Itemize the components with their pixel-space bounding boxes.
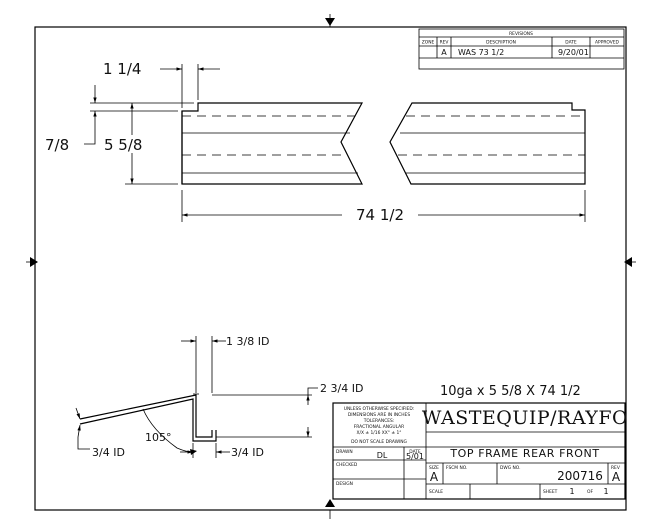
- design-label: DESIGN: [336, 481, 353, 487]
- tolerance-line-1: UNLESS OTHERWISE SPECIFIED:: [344, 406, 414, 412]
- dim-flange-width: 1 1/4: [103, 60, 141, 78]
- size-label: SIZE: [429, 465, 439, 471]
- of-value: 1: [603, 487, 608, 496]
- sheet-value: 1: [569, 487, 574, 496]
- tolerance-line-5: X/X ± 1/16 XX° ± 1°: [357, 430, 402, 436]
- material-note: 10ga x 5 5/8 X 74 1/2: [440, 384, 581, 399]
- section-view: [75, 336, 318, 458]
- dim-overall-length: 74 1/2: [356, 206, 404, 224]
- rev-header-date: DATE: [565, 40, 577, 46]
- size-value: A: [430, 470, 439, 484]
- dim-small-height: 7/8: [45, 136, 69, 154]
- rev-header-rev: REV: [440, 40, 449, 46]
- drawing-border: [34, 26, 627, 511]
- title-block: [332, 402, 626, 500]
- fscm-label: FSCM NO.: [446, 465, 467, 471]
- drawn-value: DL: [377, 451, 388, 460]
- checked-label: CHECKED: [336, 462, 358, 468]
- sheet-label: SHEET: [543, 489, 558, 495]
- rev-header-approved: APPROVED: [595, 40, 620, 46]
- company-name: WASTEQUIP/RAYFO: [422, 407, 628, 429]
- rev-value: A: [612, 470, 621, 484]
- dim-angle: 105°: [145, 431, 172, 444]
- drawing-title: TOP FRAME REAR FRONT: [449, 447, 599, 460]
- revisions-table: REVISIONS ZONE REV DESCRIPTION DATE APPR…: [418, 28, 625, 70]
- dim-overall-height: 5 5/8: [104, 136, 142, 154]
- date-label: DATE: [409, 449, 421, 455]
- tolerance-line-4: FRACTIONAL ANGULAR: [354, 424, 404, 430]
- dim-lower-right: 3/4 ID: [231, 446, 264, 459]
- rev-row-description: WAS 73 1/2: [458, 48, 504, 57]
- rev-header-description: DESCRIPTION: [486, 40, 516, 46]
- dwg-value: 200716: [557, 469, 603, 483]
- dim-inner-radius: 1 3/8 ID: [226, 335, 269, 348]
- dwg-label: DWG NO.: [500, 465, 520, 471]
- tolerance-line-3: TOLERANCES:: [363, 418, 395, 424]
- rev-label: REV: [611, 465, 620, 471]
- date-value: 5/01: [406, 452, 424, 461]
- rev-header-zone: ZONE: [422, 40, 435, 46]
- rev-row-rev: A: [441, 48, 447, 57]
- dim-lower-left: 3/4 ID: [92, 446, 125, 459]
- of-label: OF: [587, 489, 593, 495]
- top-view-dimensions: [84, 64, 586, 222]
- scale-label: SCALE: [429, 489, 443, 495]
- revisions-title: REVISIONS: [509, 31, 533, 37]
- tolerance-line-2: DIMENSIONS ARE IN INCHES: [348, 412, 410, 418]
- drawn-label: DRAWN: [336, 449, 353, 455]
- scale-note: DO NOT SCALE DRAWING: [351, 439, 407, 445]
- centering-marks: [26, 14, 636, 519]
- top-view-frame: [181, 102, 586, 185]
- rev-row-date: 9/20/01: [558, 48, 589, 57]
- dim-section-height: 2 3/4 ID: [320, 382, 363, 395]
